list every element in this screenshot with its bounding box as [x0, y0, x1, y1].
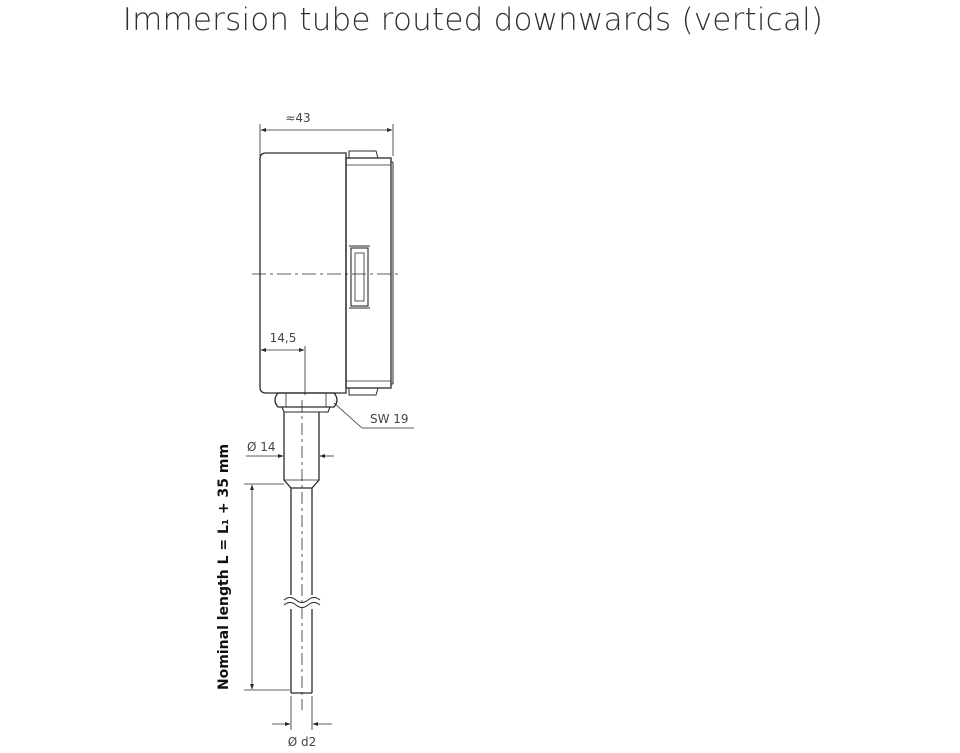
gauge-case — [259, 150, 394, 396]
stem-diameter-label: Ø d2 — [288, 735, 317, 749]
case-depth-dimension — [259, 124, 394, 156]
neck-diameter-label: Ø 14 — [247, 440, 276, 454]
wrench-size-leader — [333, 402, 414, 429]
page-title: Immersion tube routed downwards (vertica… — [122, 2, 824, 38]
socket-offset-label: 14,5 — [270, 331, 297, 345]
neck — [283, 412, 320, 489]
hex-nut — [274, 392, 338, 413]
nominal-length-label: Nominal length L = L₁ + 35 mm — [216, 444, 232, 690]
wrench-size-label: SW 19 — [370, 412, 409, 426]
socket-offset-dimension — [259, 346, 306, 395]
nominal-length-dimension — [244, 483, 290, 691]
stem-diameter-dimension — [272, 696, 332, 730]
case-depth-label: ≈43 — [285, 111, 310, 125]
